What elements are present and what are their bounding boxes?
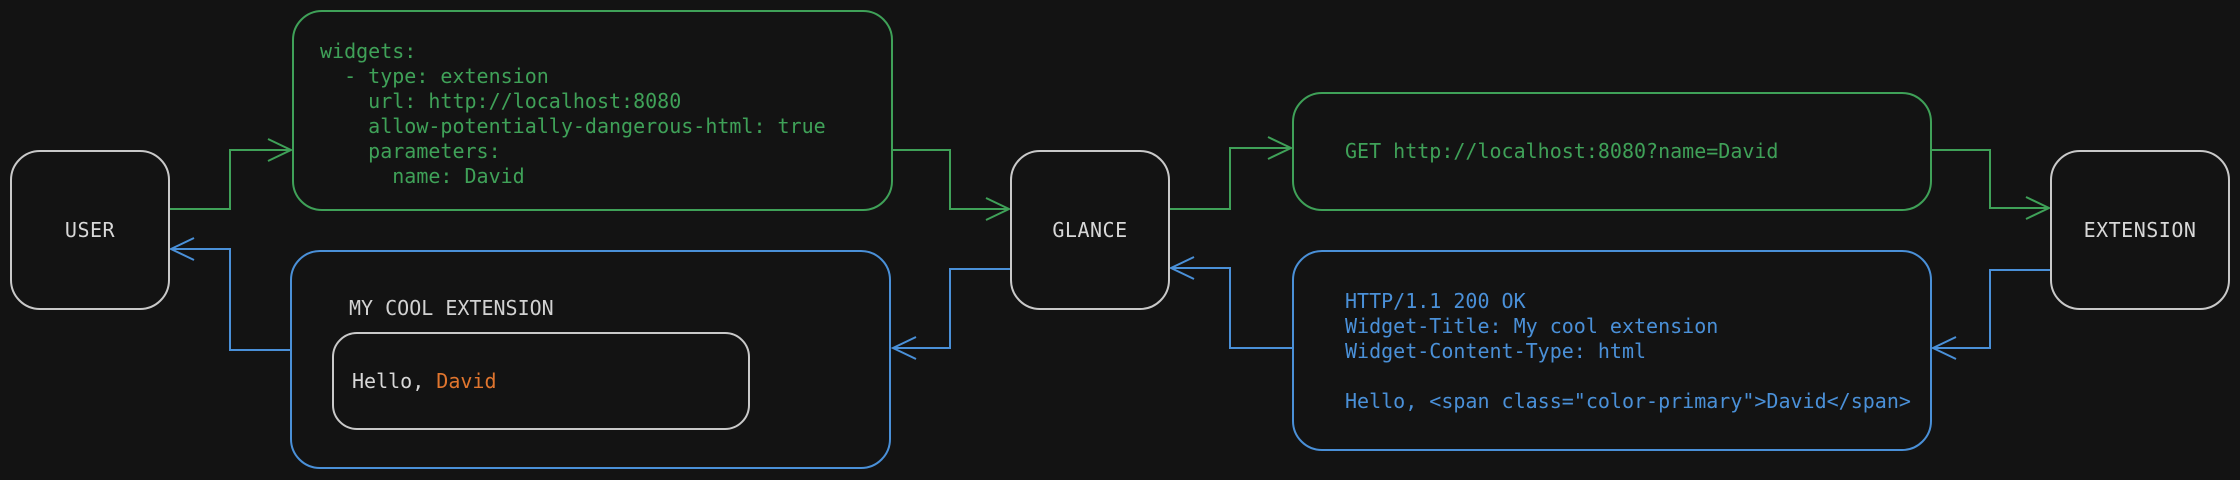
response-arrow-widget-to-user (173, 248, 290, 351)
request-arrow-glance-to-request (1170, 147, 1289, 210)
response-arrow-extension-to-response (1935, 269, 2050, 349)
response-arrow-glance-to-widget (895, 268, 1010, 349)
extension-node: EXTENSION (2050, 150, 2230, 310)
response-arrowhead-widget-box (890, 336, 917, 360)
glance-node-label: GLANCE (1052, 218, 1128, 242)
widget-greeting: Hello, David (352, 369, 497, 394)
yaml-config-line: - type: extension (320, 64, 549, 88)
http-response-line (1345, 364, 1912, 389)
greeting-prefix: Hello, (352, 368, 437, 393)
response-arrowhead-user (168, 237, 195, 261)
yaml-config-line: name: David (320, 164, 525, 188)
yaml-config-line: widgets: (320, 39, 417, 63)
response-arrowhead-glance (1168, 256, 1195, 280)
greeting-name-highlight: David (436, 368, 497, 393)
http-response-box: HTTP/1.1 200 OK Widget-Title: My cool ex… (1292, 250, 1932, 451)
extension-node-label: EXTENSION (2083, 218, 2197, 242)
request-arrow-user-to-config (170, 149, 289, 210)
request-arrowhead-config (267, 138, 294, 162)
request-arrow-request-to-extension (1932, 149, 2047, 209)
response-arrowhead-response-box (1930, 336, 1957, 360)
glance-node: GLANCE (1010, 150, 1170, 310)
request-arrowhead-request-box (1267, 136, 1294, 160)
yaml-config-line: url: http://localhost:8080 (320, 89, 682, 113)
widget-title: MY COOL EXTENSION (349, 296, 554, 320)
request-arrowhead-glance (985, 197, 1012, 221)
response-arrow-response-to-glance (1173, 267, 1292, 349)
rendered-widget-box: MY COOL EXTENSION Hello, David (290, 250, 891, 469)
http-request-box: GET http://localhost:8080?name=David (1292, 92, 1932, 211)
request-arrow-config-to-glance (893, 149, 1007, 210)
yaml-config-box: widgets: - type: extension url: http://l… (292, 10, 893, 211)
http-response-line: Hello, <span class="color-primary">David… (1345, 389, 1911, 413)
widget-content-frame: Hello, David (332, 332, 750, 430)
http-response-line: HTTP/1.1 200 OK (1345, 289, 1526, 313)
http-request-line: GET http://localhost:8080?name=David (1345, 139, 1779, 163)
user-node-label: USER (64, 218, 116, 242)
yaml-config-line: allow-potentially-dangerous-html: true (320, 114, 826, 138)
user-node: USER (10, 150, 170, 310)
yaml-config-line: parameters: (320, 139, 501, 163)
request-arrowhead-extension (2025, 196, 2052, 220)
http-response-line: Widget-Title: My cool extension (1345, 314, 1719, 338)
http-response-line: Widget-Content-Type: html (1345, 339, 1647, 363)
